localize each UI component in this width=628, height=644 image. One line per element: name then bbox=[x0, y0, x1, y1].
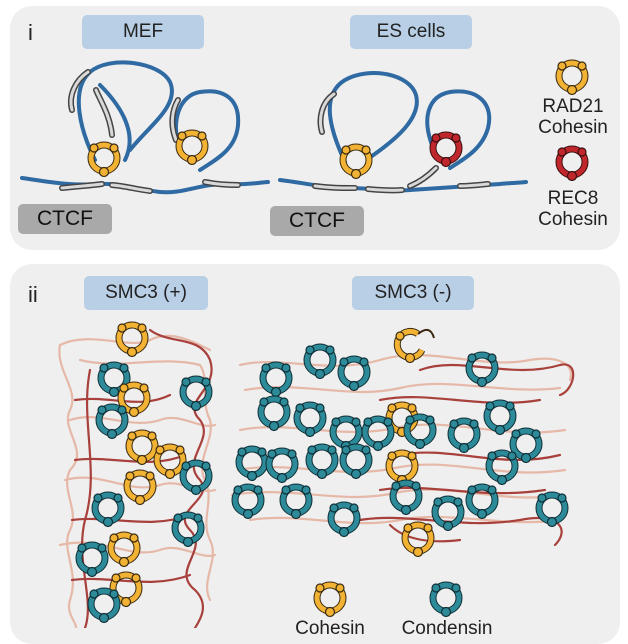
rad21-cohesin-icon bbox=[90, 144, 118, 177]
es-loops bbox=[278, 71, 528, 194]
rec8-legend-label: REC8 Cohesin bbox=[528, 188, 618, 230]
condensin-legend-label: Condensin bbox=[401, 618, 493, 639]
rec8-legend-line1: REC8 bbox=[547, 188, 599, 209]
rec8-legend-icon bbox=[558, 148, 586, 181]
rec8-cohesin-icon bbox=[432, 134, 460, 167]
smc3-plus-rings bbox=[78, 324, 210, 623]
mef-title: MEF bbox=[82, 15, 204, 49]
smc3-minus-chromatin bbox=[230, 353, 575, 547]
diagram-artwork bbox=[20, 0, 628, 628]
smc3-minus-title: SMC3 (-) bbox=[352, 276, 474, 310]
rad21-cohesin-icon bbox=[342, 146, 370, 179]
rad21-legend-line2: Cohesin bbox=[538, 117, 608, 138]
smc3-plus-title: SMC3 (+) bbox=[84, 276, 208, 310]
condensin-legend-icon bbox=[432, 584, 460, 617]
cohesin-legend-label: Cohesin bbox=[295, 618, 365, 639]
cohesin-legend-icon bbox=[316, 584, 344, 617]
rad21-legend-label: RAD21 Cohesin bbox=[528, 96, 618, 138]
rad21-cohesin-icon bbox=[178, 132, 206, 165]
rad21-legend-line1: RAD21 bbox=[542, 96, 604, 117]
rad21-legend-icon bbox=[558, 62, 586, 95]
panel-i-label: i bbox=[28, 20, 33, 45]
ctcf-label-right: CTCF bbox=[270, 206, 364, 236]
es-cells-title: ES cells bbox=[350, 15, 472, 49]
rec8-legend-line2: Cohesin bbox=[538, 209, 608, 230]
ctcf-label-left: CTCF bbox=[18, 204, 112, 234]
panel-ii-label: ii bbox=[28, 282, 38, 307]
mef-loops bbox=[20, 60, 270, 195]
